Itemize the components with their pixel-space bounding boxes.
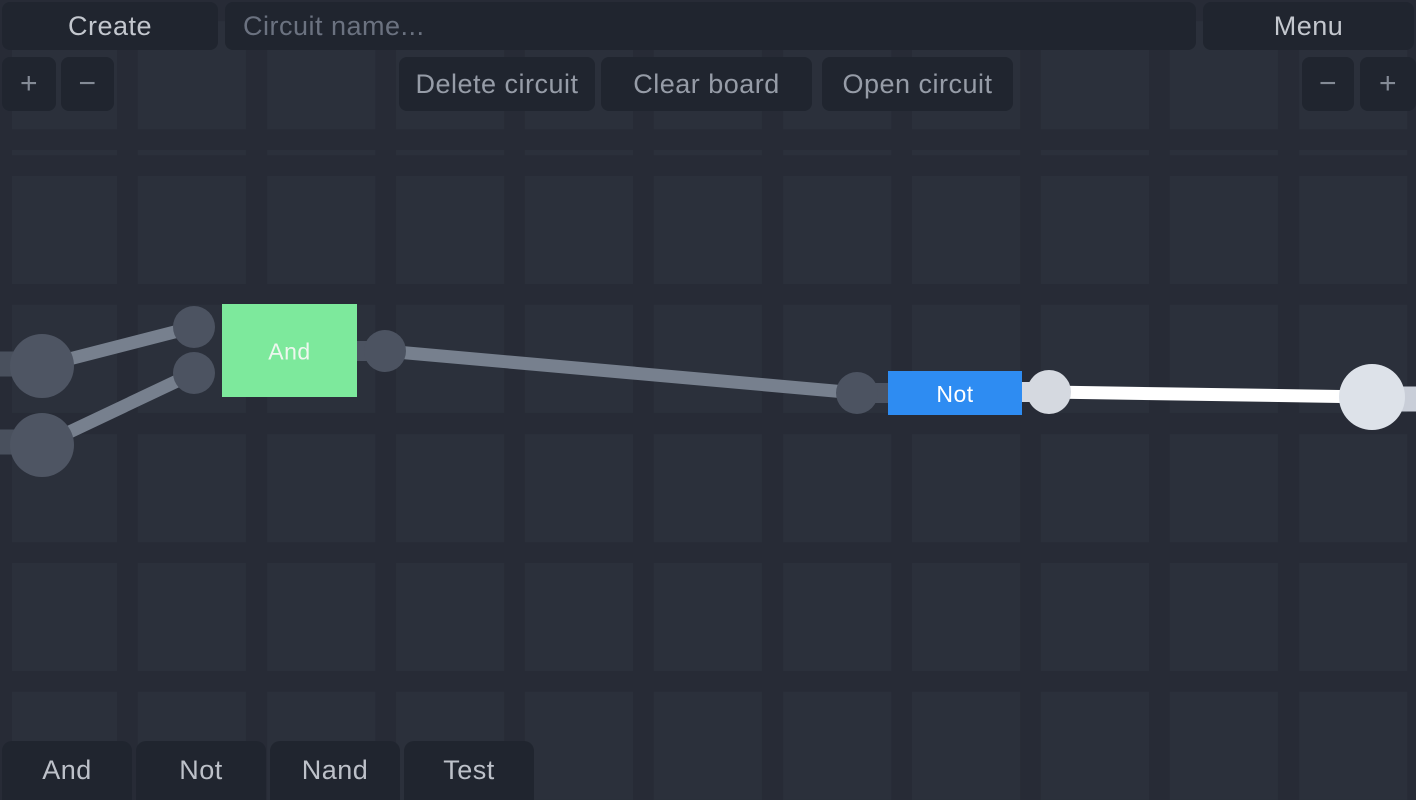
gate-label: Not bbox=[936, 381, 973, 407]
palette-item-test[interactable]: Test bbox=[404, 741, 534, 800]
circuit-name-input[interactable] bbox=[225, 2, 1196, 50]
input-node[interactable] bbox=[10, 413, 74, 477]
palette-item-nand[interactable]: Nand bbox=[270, 741, 400, 800]
wire-on bbox=[1048, 385, 1373, 404]
gate-label: And bbox=[268, 339, 310, 365]
connection-pin-on[interactable] bbox=[1027, 370, 1071, 414]
zoom-in-left-button[interactable]: + bbox=[2, 57, 56, 111]
zoom-out-right-button[interactable]: − bbox=[1302, 57, 1354, 111]
zoom-out-left-button[interactable]: − bbox=[61, 57, 114, 111]
input-node[interactable] bbox=[10, 334, 74, 398]
wire-off bbox=[384, 344, 858, 400]
palette-item-not[interactable]: Not bbox=[136, 741, 266, 800]
gate-and[interactable] bbox=[222, 304, 357, 397]
zoom-in-right-button[interactable]: + bbox=[1360, 57, 1416, 111]
connection-pin-off[interactable] bbox=[173, 306, 215, 348]
create-button[interactable]: Create bbox=[2, 2, 218, 50]
output-node[interactable] bbox=[1339, 364, 1405, 430]
delete-circuit-button[interactable]: Delete circuit bbox=[399, 57, 595, 111]
clear-board-button[interactable]: Clear board bbox=[601, 57, 812, 111]
open-circuit-button[interactable]: Open circuit bbox=[822, 57, 1013, 111]
connection-pin-off[interactable] bbox=[364, 330, 406, 372]
connection-pin-off[interactable] bbox=[836, 372, 878, 414]
palette-item-and[interactable]: And bbox=[2, 741, 132, 800]
gate-not[interactable] bbox=[888, 371, 1022, 415]
menu-button[interactable]: Menu bbox=[1203, 2, 1414, 50]
connection-pin-off[interactable] bbox=[173, 352, 215, 394]
